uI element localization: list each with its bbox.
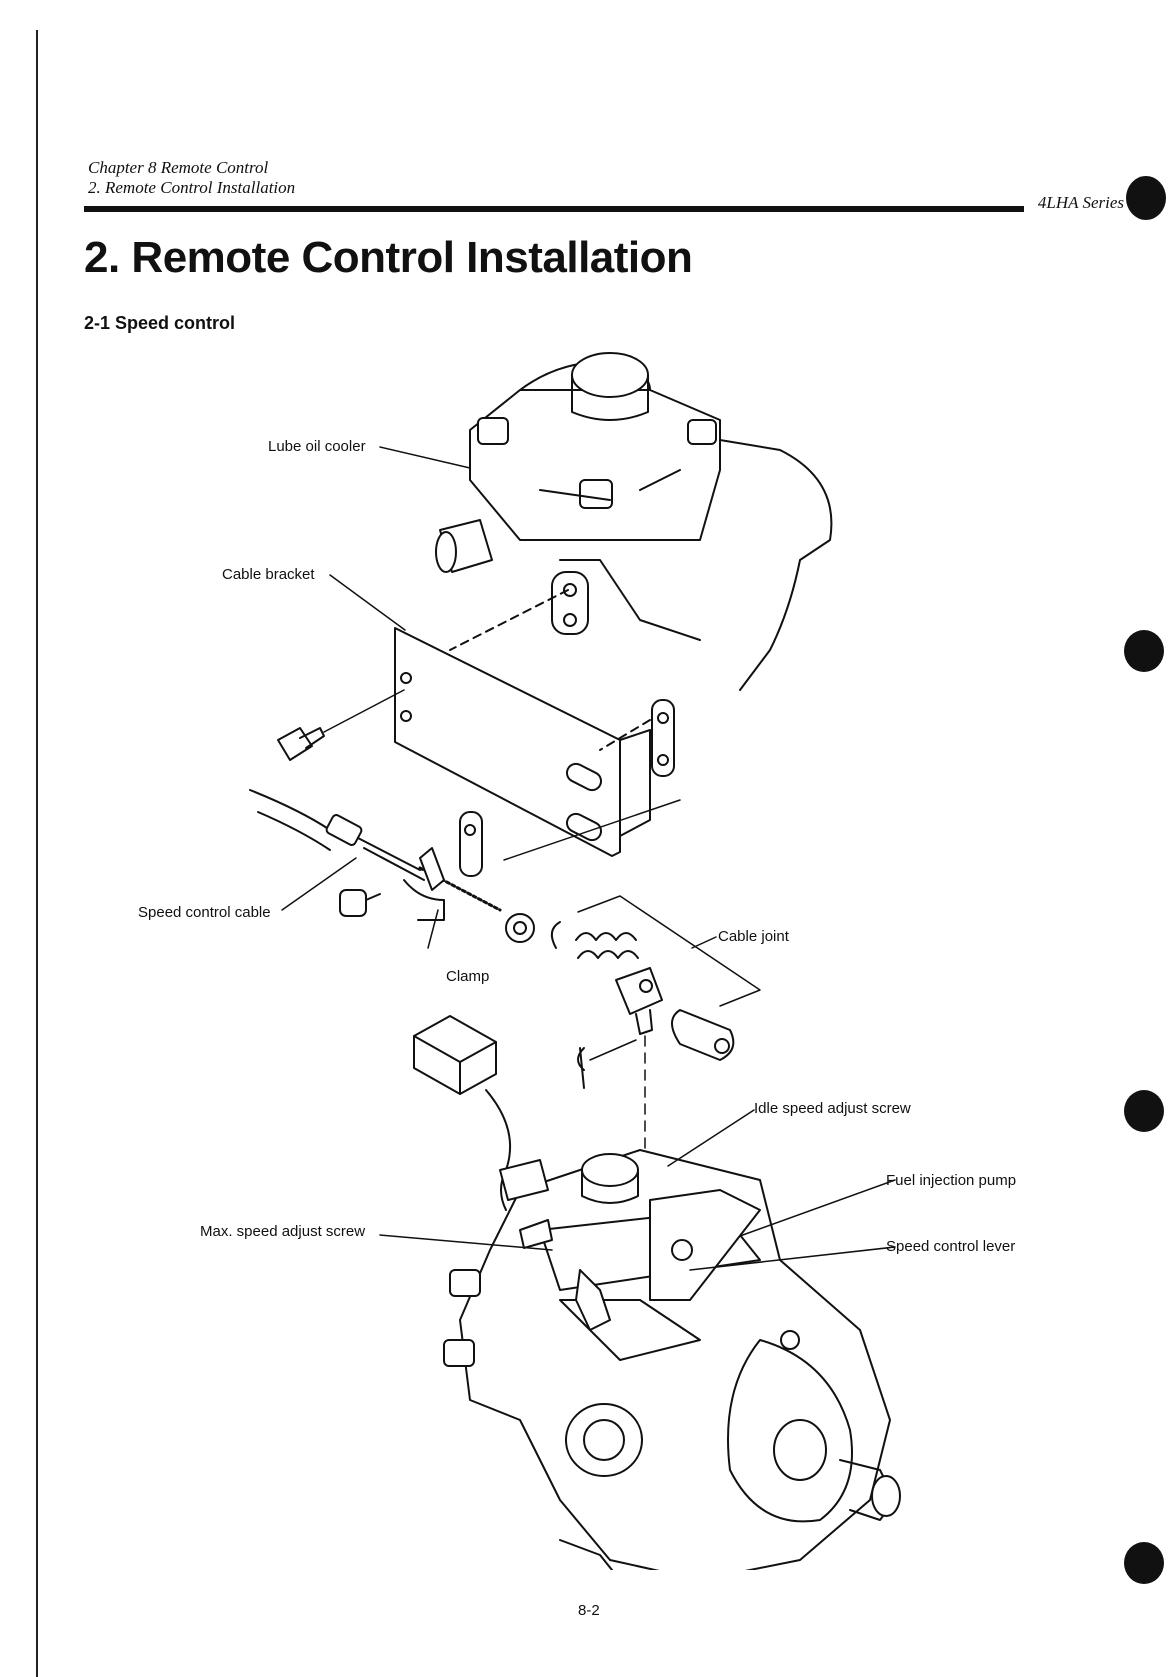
page-number: 8-2 — [578, 1602, 600, 1619]
exploded-view-drawing — [0, 340, 1176, 1570]
header-bullet-dot — [1126, 176, 1166, 220]
connector-drawing — [414, 1016, 510, 1210]
bracket-bolt-drawing — [278, 690, 404, 760]
section-title: 2-1 Speed control — [84, 313, 235, 334]
callout-cable-joint: Cable joint — [718, 928, 789, 945]
running-head-chapter: Chapter 8 Remote Control — [88, 158, 295, 178]
callout-leader-lines — [282, 447, 895, 1270]
callout-clamp: Clamp — [446, 968, 489, 985]
page-title: 2. Remote Control Installation — [84, 233, 692, 283]
fuel-injection-pump-drawing — [444, 1150, 900, 1570]
margin-bullet-dot — [1124, 1090, 1164, 1132]
running-head: Chapter 8 Remote Control 2. Remote Contr… — [88, 158, 295, 198]
series-label: 4LHA Series — [1038, 193, 1124, 213]
callout-speed-control-cable: Speed control cable — [138, 904, 271, 921]
margin-bullet-dot — [1124, 630, 1164, 672]
margin-bullet-dot — [1124, 1542, 1164, 1584]
lube-oil-cooler-drawing — [436, 353, 831, 690]
callout-idle-speed-adjust-screw: Idle speed adjust screw — [754, 1100, 911, 1117]
callout-max-speed-adjust-screw: Max. speed adjust screw — [200, 1223, 365, 1240]
running-head-section: 2. Remote Control Installation — [88, 178, 295, 198]
callout-speed-control-lever: Speed control lever — [886, 1238, 1015, 1255]
exploded-view-figure: Lube oil cooler Cable bracket Speed cont… — [0, 340, 1176, 1570]
callout-fuel-injection-pump: Fuel injection pump — [886, 1172, 1016, 1189]
header-rule — [84, 206, 1024, 212]
callout-cable-bracket: Cable bracket — [222, 566, 315, 583]
callout-lube-oil-cooler: Lube oil cooler — [268, 438, 366, 455]
